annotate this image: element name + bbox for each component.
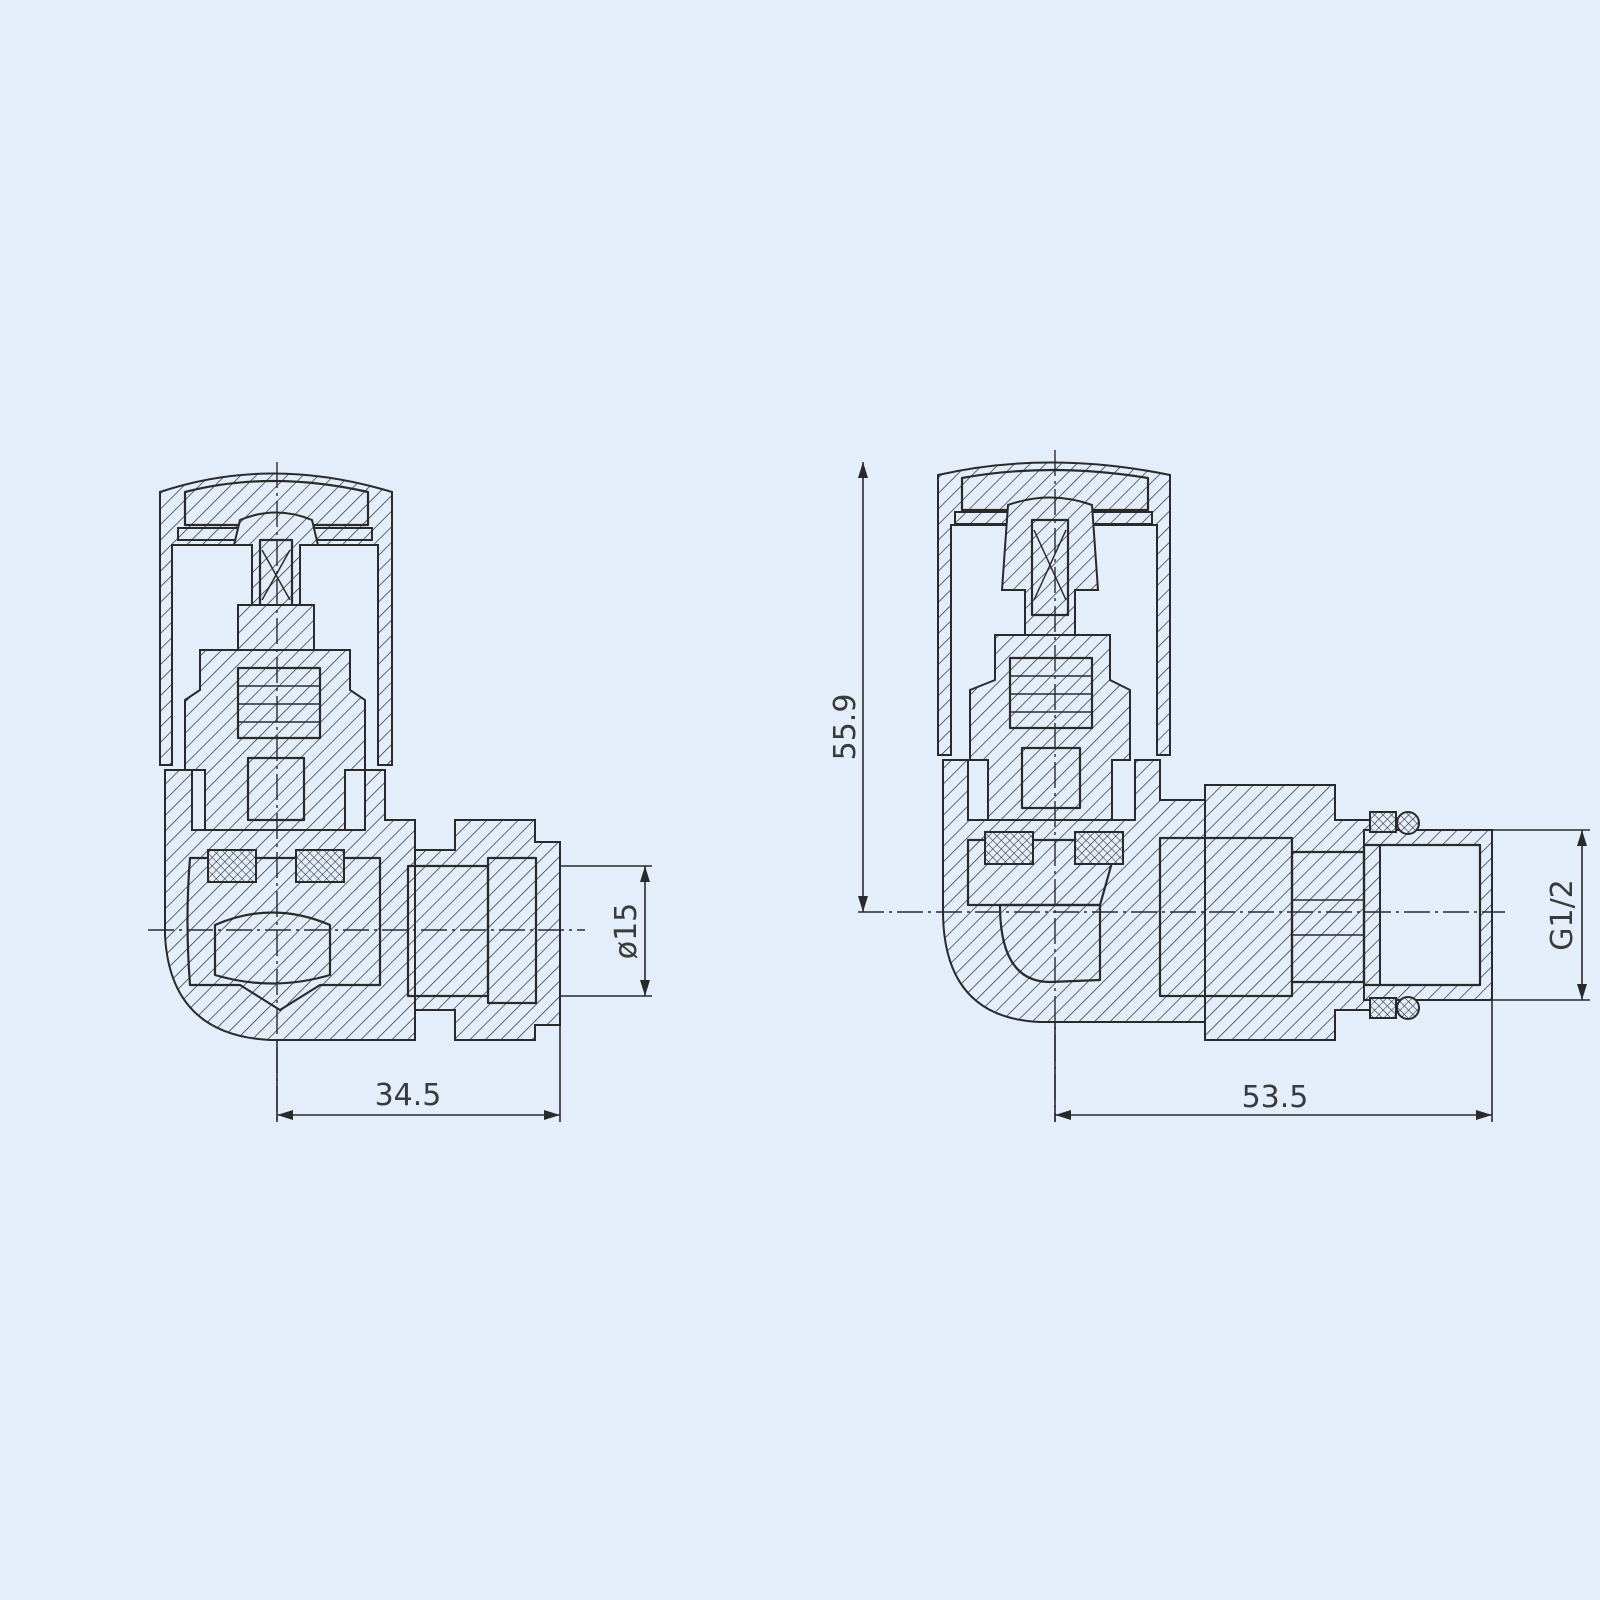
left-diameter-dimension-label: ø15 — [609, 903, 644, 960]
left-valve-view: 34.5 ø15 — [148, 462, 652, 1122]
left-valve-outlet-nut — [406, 819, 561, 1041]
right-valve-bonnet — [969, 634, 1131, 821]
right-width-dimension: 53.5 — [1054, 1000, 1493, 1122]
right-valve-view: 55.9 53.5 G1/2 — [828, 450, 1590, 1122]
left-width-dimension-label: 34.5 — [375, 1078, 442, 1113]
left-valve-bonnet — [184, 649, 366, 831]
right-thread-dimension-label: G1/2 — [1545, 879, 1580, 951]
left-diameter-dimension: ø15 — [560, 865, 652, 997]
right-valve-body — [942, 759, 1206, 1023]
right-width-dimension-label: 53.5 — [1242, 1080, 1309, 1115]
left-valve-body — [164, 769, 416, 1041]
left-valve-stem — [232, 511, 320, 651]
right-thread-dimension: G1/2 — [1492, 829, 1590, 1001]
right-valve-stem — [1000, 496, 1100, 636]
right-height-dimension: 55.9 — [828, 462, 868, 912]
right-valve-tail — [1362, 811, 1493, 1020]
right-height-dimension-label: 55.9 — [828, 694, 863, 761]
left-width-dimension: 34.5 — [276, 1025, 561, 1122]
